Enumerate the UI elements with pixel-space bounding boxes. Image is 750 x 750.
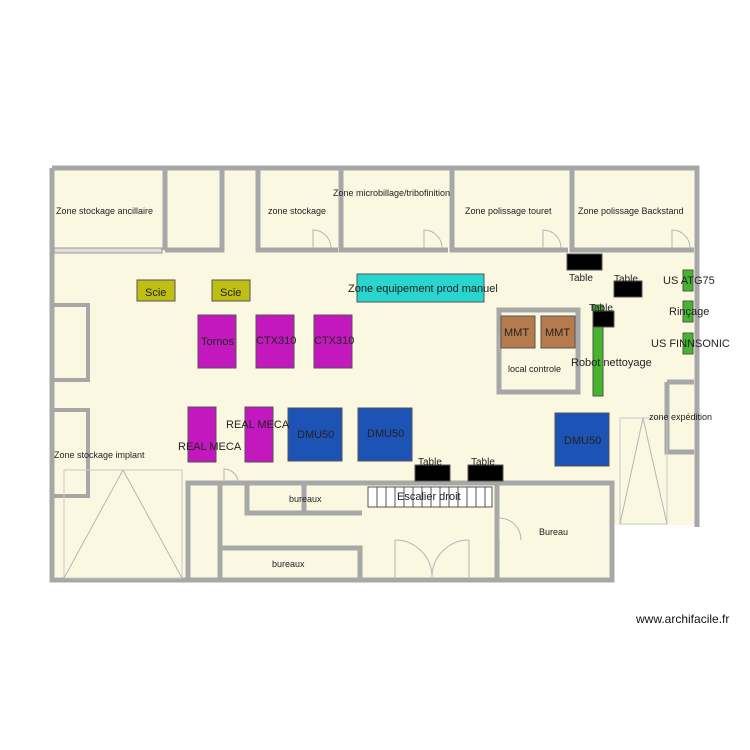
label-mmt-1: MMT xyxy=(504,327,529,339)
table-3-block xyxy=(592,310,615,328)
label-dmu50-2: DMU50 xyxy=(367,428,404,440)
label-real-meca-2: REAL MECA xyxy=(226,419,290,431)
scie-1-block xyxy=(136,279,176,302)
garage-door-expedition-lines xyxy=(619,417,668,525)
label-touret: Zone polissage touret xyxy=(465,206,552,216)
label-bureau: Bureau xyxy=(539,527,568,537)
label-bureaux-bottom: bureaux xyxy=(272,559,305,569)
ctx310-1-block xyxy=(255,314,295,369)
label-microbillage: Zone microbillage/tribofinition xyxy=(333,188,450,198)
label-dmu50-1: DMU50 xyxy=(297,429,334,441)
label-robot: Robot nettoyage xyxy=(571,357,652,369)
stairs xyxy=(367,486,493,508)
label-ctx310-2: CTX310 xyxy=(314,335,354,347)
table-1-block xyxy=(566,253,603,271)
label-tornos: Tornos xyxy=(201,336,235,348)
label-table-4: Table xyxy=(418,457,442,468)
equipment xyxy=(136,253,694,482)
watermark: www.archifacile.fr xyxy=(636,612,730,626)
scie-2-block xyxy=(211,279,251,302)
door-touret xyxy=(542,229,562,249)
door-microbillage xyxy=(423,229,443,249)
door-double xyxy=(394,539,470,580)
dmu50-2-block xyxy=(357,407,413,462)
label-expedition: zone expédition xyxy=(649,412,712,422)
mmt-1-block xyxy=(500,315,536,349)
label-scie-1: Scie xyxy=(145,287,166,299)
hatch-wall xyxy=(53,247,163,254)
floor-lower xyxy=(52,480,612,580)
label-ctx310-1: CTX310 xyxy=(256,335,296,347)
label-dmu50-3: DMU50 xyxy=(564,435,601,447)
stair-steps xyxy=(376,487,486,507)
label-implant: Zone stockage implant xyxy=(54,450,145,460)
label-zone-prod-manuel: Zone equipement prod manuel xyxy=(348,283,498,295)
dmu50-1-block xyxy=(287,407,343,462)
robot-block xyxy=(592,304,604,397)
label-mmt-2: MMT xyxy=(545,327,570,339)
us-finnsonic-block xyxy=(682,332,694,355)
real-meca-1-block xyxy=(187,406,217,463)
tornos-block xyxy=(197,314,237,369)
dmu50-3-block xyxy=(554,412,610,467)
door-bureau xyxy=(498,517,522,541)
door-implant xyxy=(223,468,239,484)
offices-wall xyxy=(185,480,612,580)
label-table-5: Table xyxy=(471,457,495,468)
label-rincage: Rinçage xyxy=(669,306,709,318)
doors xyxy=(63,229,691,580)
mmt-2-block xyxy=(540,315,576,349)
label-us-atg75: US ATG75 xyxy=(663,275,715,287)
zone-prod-manuel-block xyxy=(356,273,485,303)
garage-door-implant-lines xyxy=(63,468,183,579)
label-us-finnsonic: US FINNSONIC xyxy=(651,338,730,350)
table-2-block xyxy=(613,280,643,298)
label-scie-2: Scie xyxy=(220,287,241,299)
label-backstand: Zone polissage Backstand xyxy=(578,206,684,216)
table-labels: Table Table Table Table Table xyxy=(418,273,638,468)
label-escalier: Escalier droit xyxy=(397,491,461,503)
equipment-labels: Scie Scie Zone equipement prod manuel To… xyxy=(145,275,730,503)
rincage-block xyxy=(682,300,694,323)
ctx310-2-block xyxy=(313,314,353,369)
label-stockage: zone stockage xyxy=(268,206,326,216)
label-table-2: Table xyxy=(614,274,638,285)
us-atg75-block xyxy=(682,269,694,292)
door-stockage xyxy=(312,229,332,249)
label-ancillaire: Zone stockage ancillaire xyxy=(56,206,153,216)
escalier-droit xyxy=(367,486,493,508)
local-controle-wall xyxy=(496,307,581,395)
label-real-meca-1: REAL MECA xyxy=(178,441,242,453)
real-meca-2-block xyxy=(244,406,274,463)
label-local-controle: local controle xyxy=(508,364,561,374)
table-5-block xyxy=(467,464,504,482)
door-backstand xyxy=(671,229,691,249)
room-labels: Zone stockage ancillaire zone stockage Z… xyxy=(54,188,712,569)
left-recesses xyxy=(54,303,90,498)
label-table-1: Table xyxy=(569,273,593,284)
table-4-block xyxy=(414,464,451,482)
label-table-3: Table xyxy=(589,303,613,314)
label-bureaux-top: bureaux xyxy=(289,494,322,504)
